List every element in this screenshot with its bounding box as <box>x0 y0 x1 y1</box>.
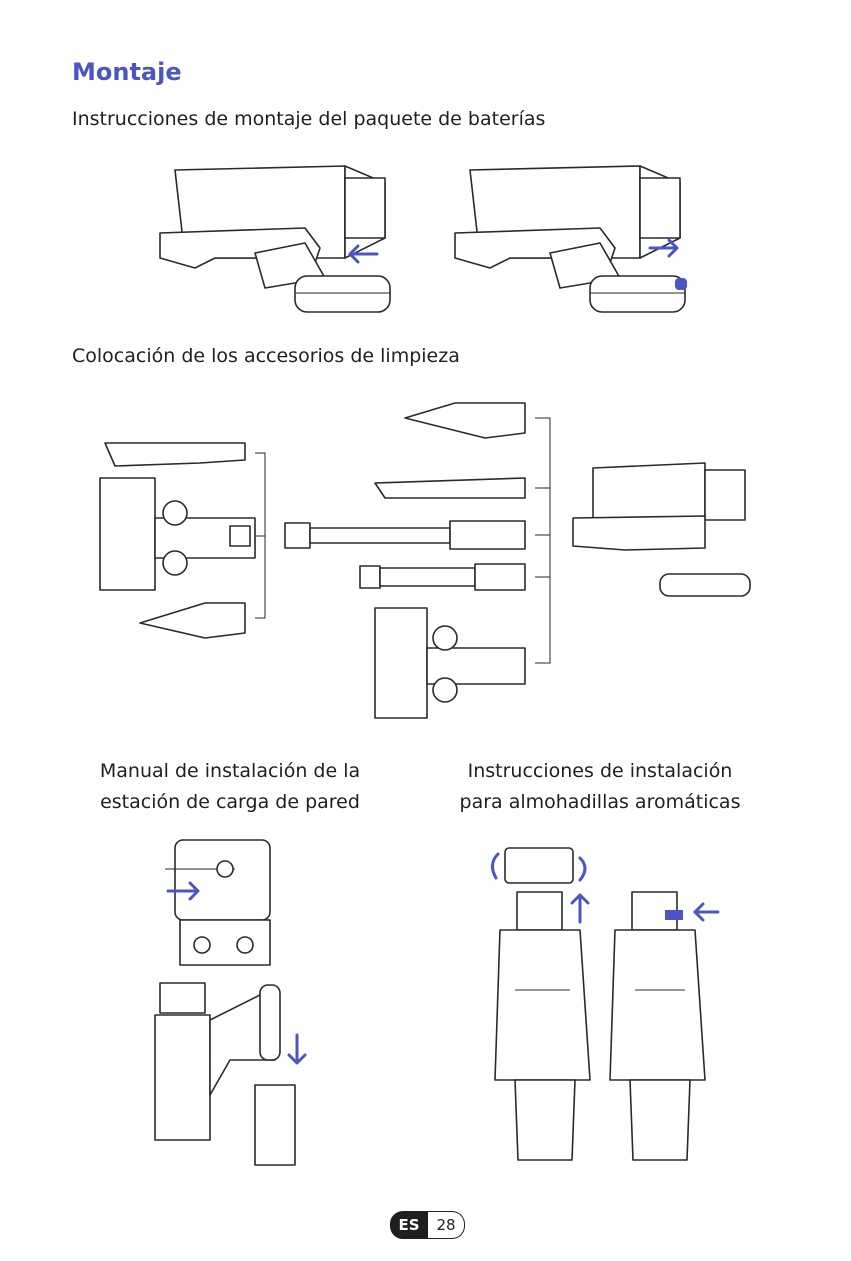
battery-step-remove-illustration <box>450 158 700 318</box>
accessories-diagram <box>95 398 765 728</box>
rotate-icon <box>580 858 585 880</box>
section-aroma-line2: para almohadillas aromáticas <box>420 787 780 818</box>
section-accessories-heading: Colocación de los accesorios de limpieza <box>72 345 460 367</box>
section-wall-line1: Manual de instalación de la <box>60 756 400 787</box>
battery-step-insert-illustration <box>155 158 405 318</box>
section-battery-heading: Instrucciones de montaje del paquete de … <box>72 108 545 130</box>
page-footer: ES 28 <box>390 1211 465 1239</box>
section-wall-heading: Manual de instalación de la estación de … <box>60 756 400 818</box>
section-aroma-heading: Instrucciones de instalación para almoha… <box>420 756 780 818</box>
aroma-pad-illustration <box>480 840 740 1170</box>
wall-station-illustration <box>150 835 350 1170</box>
arrow-down-icon <box>289 1035 305 1063</box>
language-badge: ES <box>390 1211 428 1239</box>
page-title: Montaje <box>72 58 182 86</box>
rotate-icon <box>492 854 498 878</box>
page-number: 28 <box>428 1211 465 1239</box>
arrow-left-icon <box>695 904 718 920</box>
section-wall-line2: estación de carga de pared <box>60 787 400 818</box>
arrow-up-icon <box>572 895 588 922</box>
section-aroma-line1: Instrucciones de instalación <box>420 756 780 787</box>
